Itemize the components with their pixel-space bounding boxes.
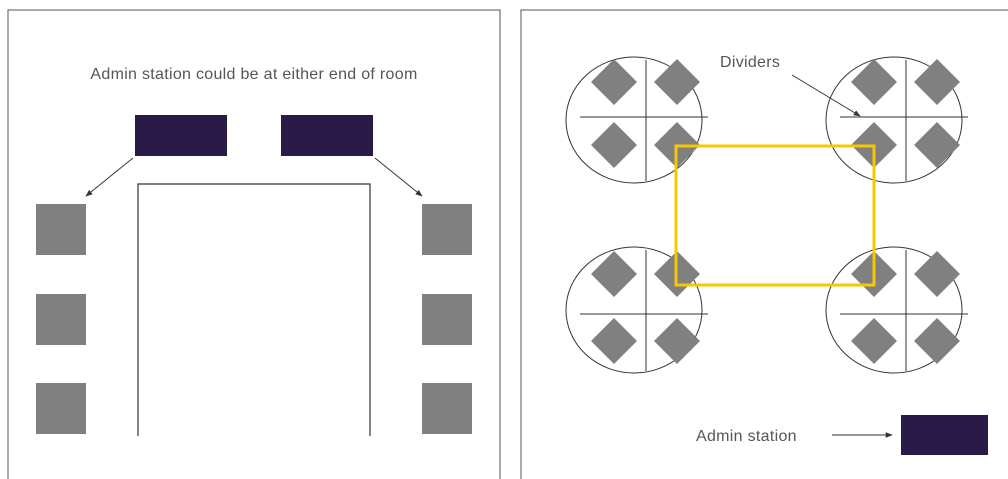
admin-station-right [281,115,373,156]
seat [591,59,637,105]
pod-bottom-left [565,246,708,374]
u-shaped-table [137,183,371,436]
dividers-arrow [791,74,861,117]
seat [591,318,637,364]
desk-right-3 [422,383,472,434]
desk-right-1 [422,204,472,255]
seat [914,251,960,297]
arrow-to-left-desks [85,157,134,197]
highlight-rectangle [674,144,876,287]
admin-station-left [135,115,227,156]
left-panel-frame [7,9,501,479]
seat [914,318,960,364]
admin-station-label: Admin station [696,428,797,445]
seat [654,318,700,364]
seat [591,122,637,168]
desk-left-3 [36,383,86,434]
seat [851,318,897,364]
desk-left-1 [36,204,86,255]
pod-top-right [825,56,968,184]
right-panel: Dividers Admin station [520,9,1008,479]
pod-top-left [565,56,708,184]
left-panel: Admin station could be at either end of … [7,9,501,479]
dividers-label: Dividers [720,54,780,71]
seat [914,122,960,168]
pod-bottom-right [825,246,968,374]
desk-left-2 [36,294,86,345]
seat [591,251,637,297]
arrow-to-right-desks [374,157,423,197]
seat [654,59,700,105]
desk-right-2 [422,294,472,345]
admin-station-box [901,415,988,455]
seat [851,59,897,105]
left-caption: Admin station could be at either end of … [90,66,417,83]
right-panel-frame [520,9,1008,479]
seat [914,59,960,105]
